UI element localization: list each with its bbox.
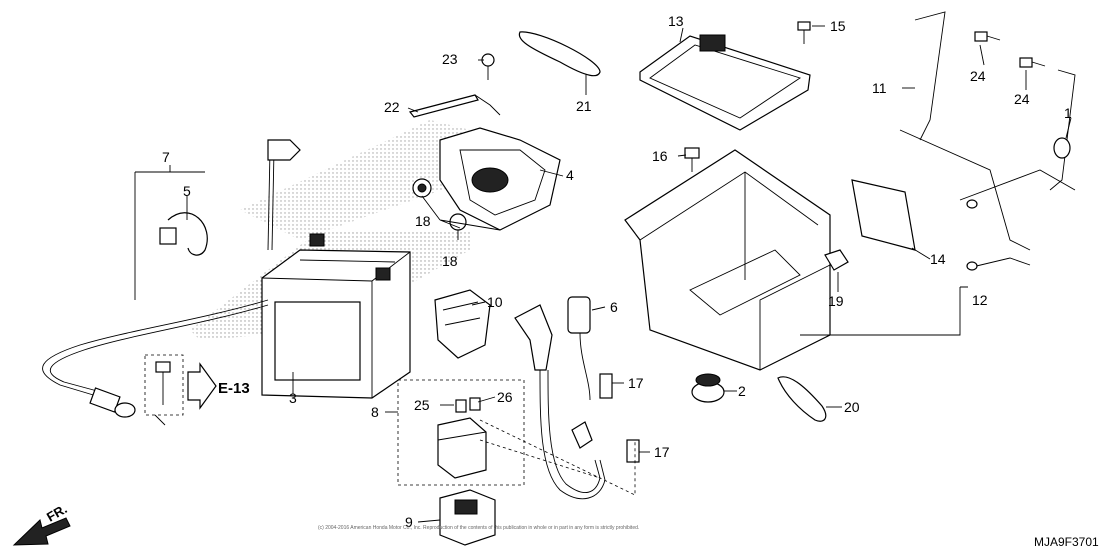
bolt-24a (974, 31, 1001, 42)
cover-plate-13 (639, 34, 811, 131)
callout-25: 25 (414, 397, 430, 413)
bolt-24b (1019, 57, 1046, 68)
callout-11: 11 (872, 80, 887, 96)
battery (261, 233, 411, 399)
callout-19: 19 (828, 293, 844, 309)
callout-24b: 24 (1014, 91, 1030, 107)
callout-3: 3 (289, 390, 297, 406)
front-arrow: FR. (12, 501, 71, 546)
callout-10: 10 (487, 294, 503, 310)
callout-18b: 18 (442, 253, 458, 269)
reference-label: E-13 (218, 380, 250, 397)
callout-4: 4 (566, 167, 574, 183)
callout-23: 23 (442, 51, 458, 67)
bolt-23 (481, 53, 495, 80)
callout-20: 20 (844, 399, 860, 415)
pad-14 (851, 179, 916, 251)
copyright-notice: (c) 2004-2016 American Honda Motor Co., … (318, 525, 639, 531)
holder-bracket-bar (408, 94, 501, 118)
callout-8: 8 (371, 404, 379, 420)
callout-21: 21 (576, 98, 592, 114)
drawing-code: MJA9F3701 (1034, 535, 1099, 549)
battery-box-12 (624, 149, 831, 371)
callout-14: 14 (930, 251, 946, 267)
callout-17b: 17 (654, 444, 670, 460)
callout-22: 22 (384, 99, 400, 115)
callout-6: 6 (610, 299, 618, 315)
shading-holder (240, 120, 470, 240)
battery-holder (439, 127, 561, 231)
callout-12: 12 (972, 292, 988, 308)
coupler-9 (439, 489, 496, 546)
negative-cable (42, 139, 301, 418)
bolt-15 (797, 21, 811, 44)
positive-cable (514, 296, 606, 500)
callout-9: 9 (405, 514, 413, 530)
leader-lines (134, 25, 1072, 523)
clip-19 (824, 249, 849, 271)
callout-1: 1 (1064, 105, 1072, 121)
clip-18a (412, 178, 432, 198)
bracket-frame-11 (899, 11, 1076, 271)
callout-15: 15 (830, 18, 846, 34)
callout-18a: 18 (415, 213, 431, 229)
callout-13: 13 (668, 13, 684, 29)
band-21 (518, 31, 601, 77)
callout-7: 7 (162, 149, 170, 165)
bolt-e13-group: E-13 (144, 354, 250, 426)
relay-cover-10 (434, 289, 491, 359)
grommet-2 (691, 373, 725, 403)
callout-26: 26 (497, 389, 513, 405)
callout-24a: 24 (970, 68, 986, 84)
bolt-16 (684, 147, 700, 172)
callout-16: 16 (652, 148, 668, 164)
callout-5: 5 (183, 183, 191, 199)
relay-group-8 (397, 379, 525, 486)
fitting-17a (599, 373, 613, 399)
callout-2: 2 (738, 383, 746, 399)
fitting-17b (626, 439, 640, 463)
callout-17a: 17 (628, 375, 644, 391)
band-20 (777, 376, 827, 422)
